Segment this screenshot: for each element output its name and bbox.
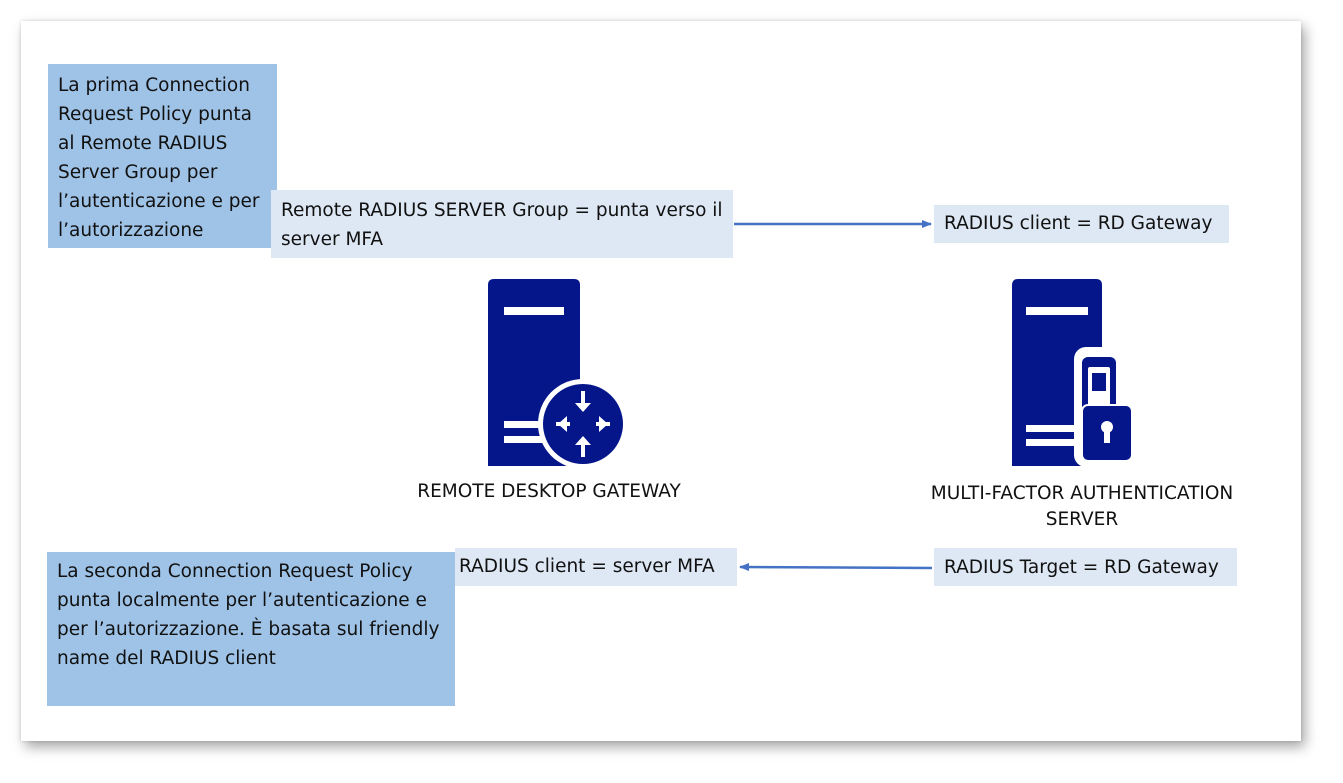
mfa-label: MULTI-FACTOR AUTHENTICATION SERVER [930,483,1234,530]
remote-group-text: Remote RADIUS SERVER Group = punta verso… [281,200,723,250]
first-policy-text: La prima Connection Request Policy punta… [58,75,260,241]
first-policy-note: La prima Connection Request Policy punta… [48,64,277,248]
radius-client-rdg-note: RADIUS client = RD Gateway [934,205,1229,243]
remote-group-note: Remote RADIUS SERVER Group = punta verso… [271,190,733,258]
radius-target-text: RADIUS Target = RD Gateway [944,557,1219,578]
radius-client-mfa-note: RADIUS client = server MFA [455,548,737,586]
gateway-server-icon [488,279,628,469]
second-policy-text: La seconda Connection Request Policy pun… [57,561,440,669]
mfa-server-icon [1012,279,1138,467]
radius-client-rdg-text: RADIUS client = RD Gateway [944,213,1213,234]
gateway-label: REMOTE DESKTOP GATEWAY [417,481,681,502]
radius-target-note: RADIUS Target = RD Gateway [934,548,1237,586]
arrow-mfa-to-gateway [739,563,933,572]
second-policy-note: La seconda Connection Request Policy pun… [47,552,455,706]
radius-client-mfa-text: RADIUS client = server MFA [459,556,715,577]
